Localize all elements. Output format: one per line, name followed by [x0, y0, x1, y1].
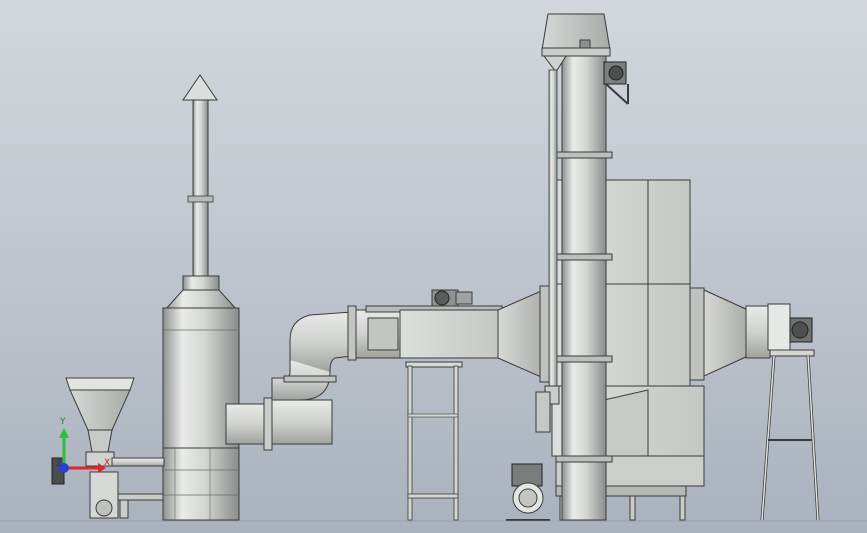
y-axis-arrowhead [59, 428, 69, 438]
elevator-motor [603, 61, 629, 105]
bucket-elevator [541, 13, 613, 521]
feed-hopper [65, 377, 165, 467]
z-axis-label: Z [56, 459, 62, 469]
y-axis-label: Y [59, 417, 66, 427]
dryer-inlet-hood [497, 285, 553, 383]
z-axis-dot [59, 463, 69, 473]
feeder-motor [51, 457, 164, 519]
fan-stand [760, 355, 820, 521]
exhaust-fan [767, 303, 815, 357]
hot-air-duct [225, 305, 357, 451]
coordinate-triad[interactable]: X Y Z [56, 417, 110, 473]
x-axis-arrowhead [98, 463, 106, 473]
furnace-body [162, 289, 240, 521]
control-box [535, 391, 551, 433]
air-compressor [506, 463, 550, 521]
conveyor-stand [405, 361, 463, 521]
chimney-stack [182, 74, 220, 295]
x-axis-label: X [104, 458, 110, 468]
horizontal-conveyor [355, 289, 503, 359]
dryer-outlet-hood [703, 289, 771, 377]
